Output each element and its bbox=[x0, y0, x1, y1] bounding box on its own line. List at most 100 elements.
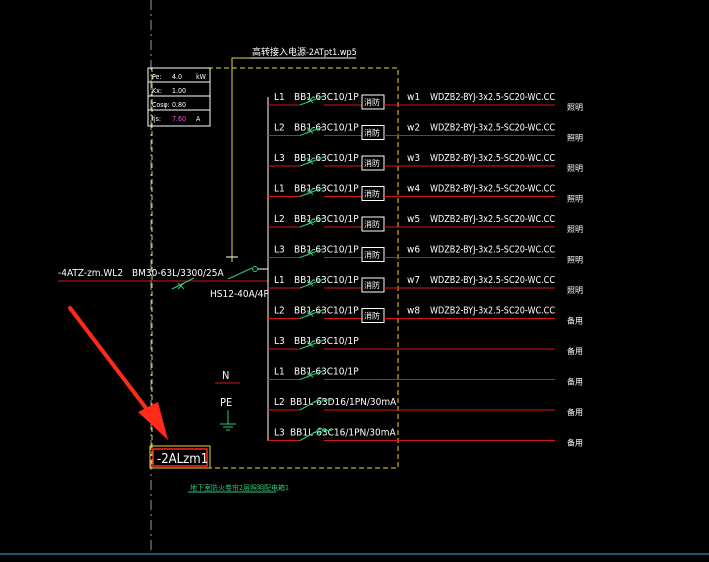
breaker-symbol bbox=[299, 278, 325, 289]
panel-tag-highlight bbox=[152, 448, 208, 467]
circuit-load: 照明 bbox=[567, 134, 583, 143]
circuit-row: L1 BB1-63C10/1P 消防 w4 WDZB2-BYJ-3x2.5-SC20-W… bbox=[268, 184, 583, 204]
contactor-label: 消防 bbox=[364, 250, 380, 260]
supply-label: 高转接入电源-2ATpt1.wp5 bbox=[252, 46, 357, 58]
contactor-label: 消防 bbox=[364, 311, 380, 321]
contactor-label: 消防 bbox=[364, 189, 380, 199]
circuit-breaker-label: BB1-63C10/1P bbox=[294, 245, 359, 256]
circuit-load: 备用 bbox=[567, 346, 583, 356]
rcd-switch-symbol bbox=[299, 430, 319, 441]
circuit-phase: L3 bbox=[274, 153, 285, 164]
contactor-box bbox=[361, 155, 385, 171]
circuit-id: w6 bbox=[407, 245, 420, 256]
circuit-phase: L1 bbox=[274, 184, 285, 195]
contactor-box bbox=[361, 308, 385, 323]
circuit-phase: L2 bbox=[274, 397, 285, 408]
pe-label: PE bbox=[220, 396, 232, 409]
breaker-symbol bbox=[299, 217, 325, 228]
circuit-breaker-label: BB1L-63C16/1PN/30mA bbox=[290, 428, 396, 439]
param-name: Ijs: bbox=[152, 115, 161, 123]
breaker-cross bbox=[306, 279, 314, 287]
circuit-breaker-label: BB1-63C10/1P bbox=[294, 275, 359, 286]
param-value: 0.80 bbox=[172, 101, 186, 109]
rcd-switch-symbol bbox=[299, 399, 319, 411]
isolator-label: HS12-40A/4P bbox=[210, 289, 270, 300]
circuit-row: L2 BB1L-63D16/1PN/30mA 备用 bbox=[268, 397, 583, 417]
neutral-label: N bbox=[222, 369, 229, 382]
param-name: Pe: bbox=[152, 73, 162, 81]
param-name: Cosφ: bbox=[152, 101, 170, 109]
circuit-load: 备用 bbox=[567, 407, 583, 417]
breaker-symbol bbox=[299, 125, 325, 137]
panel-caption: 地下室防火卷帘2层照明配电箱1 bbox=[190, 483, 289, 492]
circuit-load: 照明 bbox=[567, 195, 583, 204]
circuit-cable: WDZB2-BYJ-3x2.5-SC20-WC.CC bbox=[430, 92, 555, 103]
ground-icon bbox=[220, 410, 236, 431]
panel-tag: -2ALzm1 bbox=[157, 452, 208, 467]
circuit-cable: WDZB2-BYJ-3x2.5-SC20-WC.CC bbox=[430, 306, 555, 317]
circuit-row: L3 BB1L-63C16/1PN/30mA 备用 bbox=[268, 427, 583, 448]
breaker-symbol bbox=[299, 95, 325, 106]
contactor-label: 消防 bbox=[364, 128, 380, 138]
circuit-phase: L1 bbox=[274, 92, 285, 103]
circuit-load: 照明 bbox=[567, 256, 583, 265]
circuit-row: L3 BB1-63C10/1P 备用 bbox=[268, 336, 583, 356]
circuit-cable: WDZB2-BYJ-3x2.5-SC20-WC.CC bbox=[430, 153, 555, 164]
circuit-breaker-label: BB1-63C10/1P bbox=[294, 153, 359, 164]
circuit-breaker-label: BB1-63C10/1P bbox=[294, 367, 359, 378]
circuit-breaker-label: BB1-63C10/1P bbox=[294, 184, 359, 195]
param-value: 4.0 bbox=[172, 73, 182, 81]
param-name: Kx: bbox=[152, 87, 162, 95]
contactor-label: 消防 bbox=[364, 219, 380, 229]
incoming-breaker-label: BM30-63L/3300/25A bbox=[132, 268, 224, 279]
contactor-label: 消防 bbox=[364, 158, 380, 168]
breaker-cross bbox=[306, 127, 314, 134]
breaker-cross bbox=[306, 218, 314, 226]
circuit-id: w2 bbox=[407, 123, 420, 134]
contactor-label: 消防 bbox=[364, 280, 380, 290]
contactor-box bbox=[361, 186, 385, 201]
circuit-cable: WDZB2-BYJ-3x2.5-SC20-WC.CC bbox=[430, 214, 555, 225]
param-value: 7.60 bbox=[172, 115, 186, 123]
breaker-symbol bbox=[299, 186, 325, 198]
circuit-load: 照明 bbox=[567, 164, 583, 173]
breaker-cross bbox=[306, 188, 314, 195]
breaker-cross bbox=[306, 371, 314, 378]
contactor-box bbox=[361, 125, 385, 140]
circuit-cable: WDZB2-BYJ-3x2.5-SC20-WC.CC bbox=[430, 184, 555, 195]
circuit-breaker-label: BB1-63C10/1P bbox=[294, 92, 359, 103]
rcd-contact bbox=[317, 427, 323, 434]
panel-tag-outer bbox=[149, 445, 211, 469]
circuit-phase: L3 bbox=[274, 428, 285, 439]
breaker-cross bbox=[306, 157, 314, 165]
circuit-cable: WDZB2-BYJ-3x2.5-SC20-WC.CC bbox=[430, 275, 555, 286]
circuit-load: 照明 bbox=[567, 103, 583, 112]
contactor-label: 消防 bbox=[364, 97, 380, 107]
circuit-phase: L2 bbox=[274, 123, 285, 134]
circuit-breaker-label: BB1-63C10/1P bbox=[294, 336, 359, 347]
param-unit: kW bbox=[196, 73, 207, 81]
circuit-id: w4 bbox=[407, 184, 420, 195]
circuit-phase: L3 bbox=[274, 336, 285, 347]
contactor-box bbox=[361, 94, 385, 110]
contactor-box bbox=[361, 247, 385, 262]
circuit-breaker-label: BB1-63C10/1P bbox=[294, 123, 359, 134]
circuit-load: 备用 bbox=[567, 438, 583, 448]
circuit-id: w8 bbox=[407, 306, 420, 317]
contactor-box bbox=[361, 216, 385, 232]
circuit-breaker-label: BB1L-63D16/1PN/30mA bbox=[290, 397, 397, 408]
panel-outline bbox=[151, 67, 399, 469]
circuit-id: w7 bbox=[407, 275, 420, 286]
circuit-breaker-label: BB1-63C10/1P bbox=[294, 214, 359, 225]
breaker-cross bbox=[306, 340, 314, 348]
